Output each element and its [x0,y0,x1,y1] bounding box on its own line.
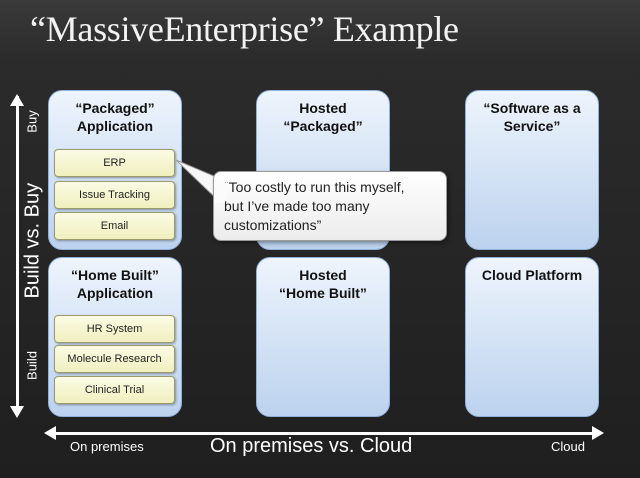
app-clinical-trial: Clinical Trial [54,376,175,404]
vertical-axis-line [16,96,19,414]
app-hr-system: HR System [54,315,175,343]
quadrant-label: Cloud Platform [481,267,583,283]
quadrant-hosted-home-built: Hosted “Home Built” [256,257,390,417]
quadrant-home-built-application: “Home Built” Application HR System Molec… [48,257,182,417]
quadrant-label: Hosted “Home Built” [279,267,367,301]
arrow-right-icon [592,426,604,440]
horizontal-axis-cloud-label: Cloud [551,439,585,454]
vertical-axis-build-label: Build [24,351,40,380]
arrow-left-icon [44,426,56,440]
vertical-axis-buy-label: Buy [24,110,40,133]
quadrant-software-as-a-service: “Software as a Service” [465,90,599,250]
app-issue-tracking: Issue Tracking [54,181,175,209]
horizontal-axis-title: On premises vs. Cloud [210,435,413,457]
app-email: Email [54,212,175,240]
app-erp: ERP [54,149,175,177]
callout-bubble: “Too costly to run this myself, but I’ve… [213,171,447,241]
quadrant-label: “Packaged” Application [75,100,155,134]
quadrant-label: Hosted “Packaged” [283,100,363,134]
app-molecule-research: Molecule Research [54,345,175,373]
horizontal-axis-on-premises-label: On premises [70,439,144,454]
arrow-down-icon [10,406,24,418]
quadrant-label: “Software as a Service” [483,100,581,134]
slide-title: “MassiveEnterprise” Example [30,9,459,49]
arrow-up-icon [10,94,24,106]
quadrant-cloud-platform: Cloud Platform [465,257,599,417]
quadrant-label: “Home Built” Application [71,267,159,301]
horizontal-axis-line [50,432,596,435]
quadrant-packaged-application: “Packaged” Application ERP Issue Trackin… [48,90,182,250]
vertical-axis-title: Build vs. Buy [21,182,44,299]
